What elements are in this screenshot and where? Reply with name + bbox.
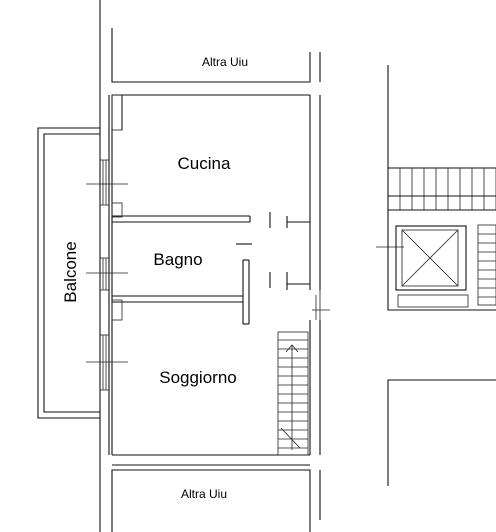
bottom-neighbor-label: Altra Uiu [181,487,227,501]
top-neighbor-label: Altra Uiu [202,55,248,69]
bottom-neighbor-unit [111,469,321,532]
entrance-door [312,290,330,320]
elevator-icon [376,225,467,291]
living-room-label: Soggiorno [159,368,237,387]
top-neighbor-unit [111,28,321,83]
windows [86,159,128,391]
adjacent-building [387,379,496,486]
apartment-walls [111,94,321,466]
balcony-outline [37,127,100,419]
balcony-label: Balcone [61,241,80,302]
stairwell-block [387,65,496,311]
facade-wall [99,0,110,532]
bathroom-label: Bagno [153,250,202,269]
kitchen-label: Cucina [178,154,231,173]
internal-staircase [277,331,309,456]
